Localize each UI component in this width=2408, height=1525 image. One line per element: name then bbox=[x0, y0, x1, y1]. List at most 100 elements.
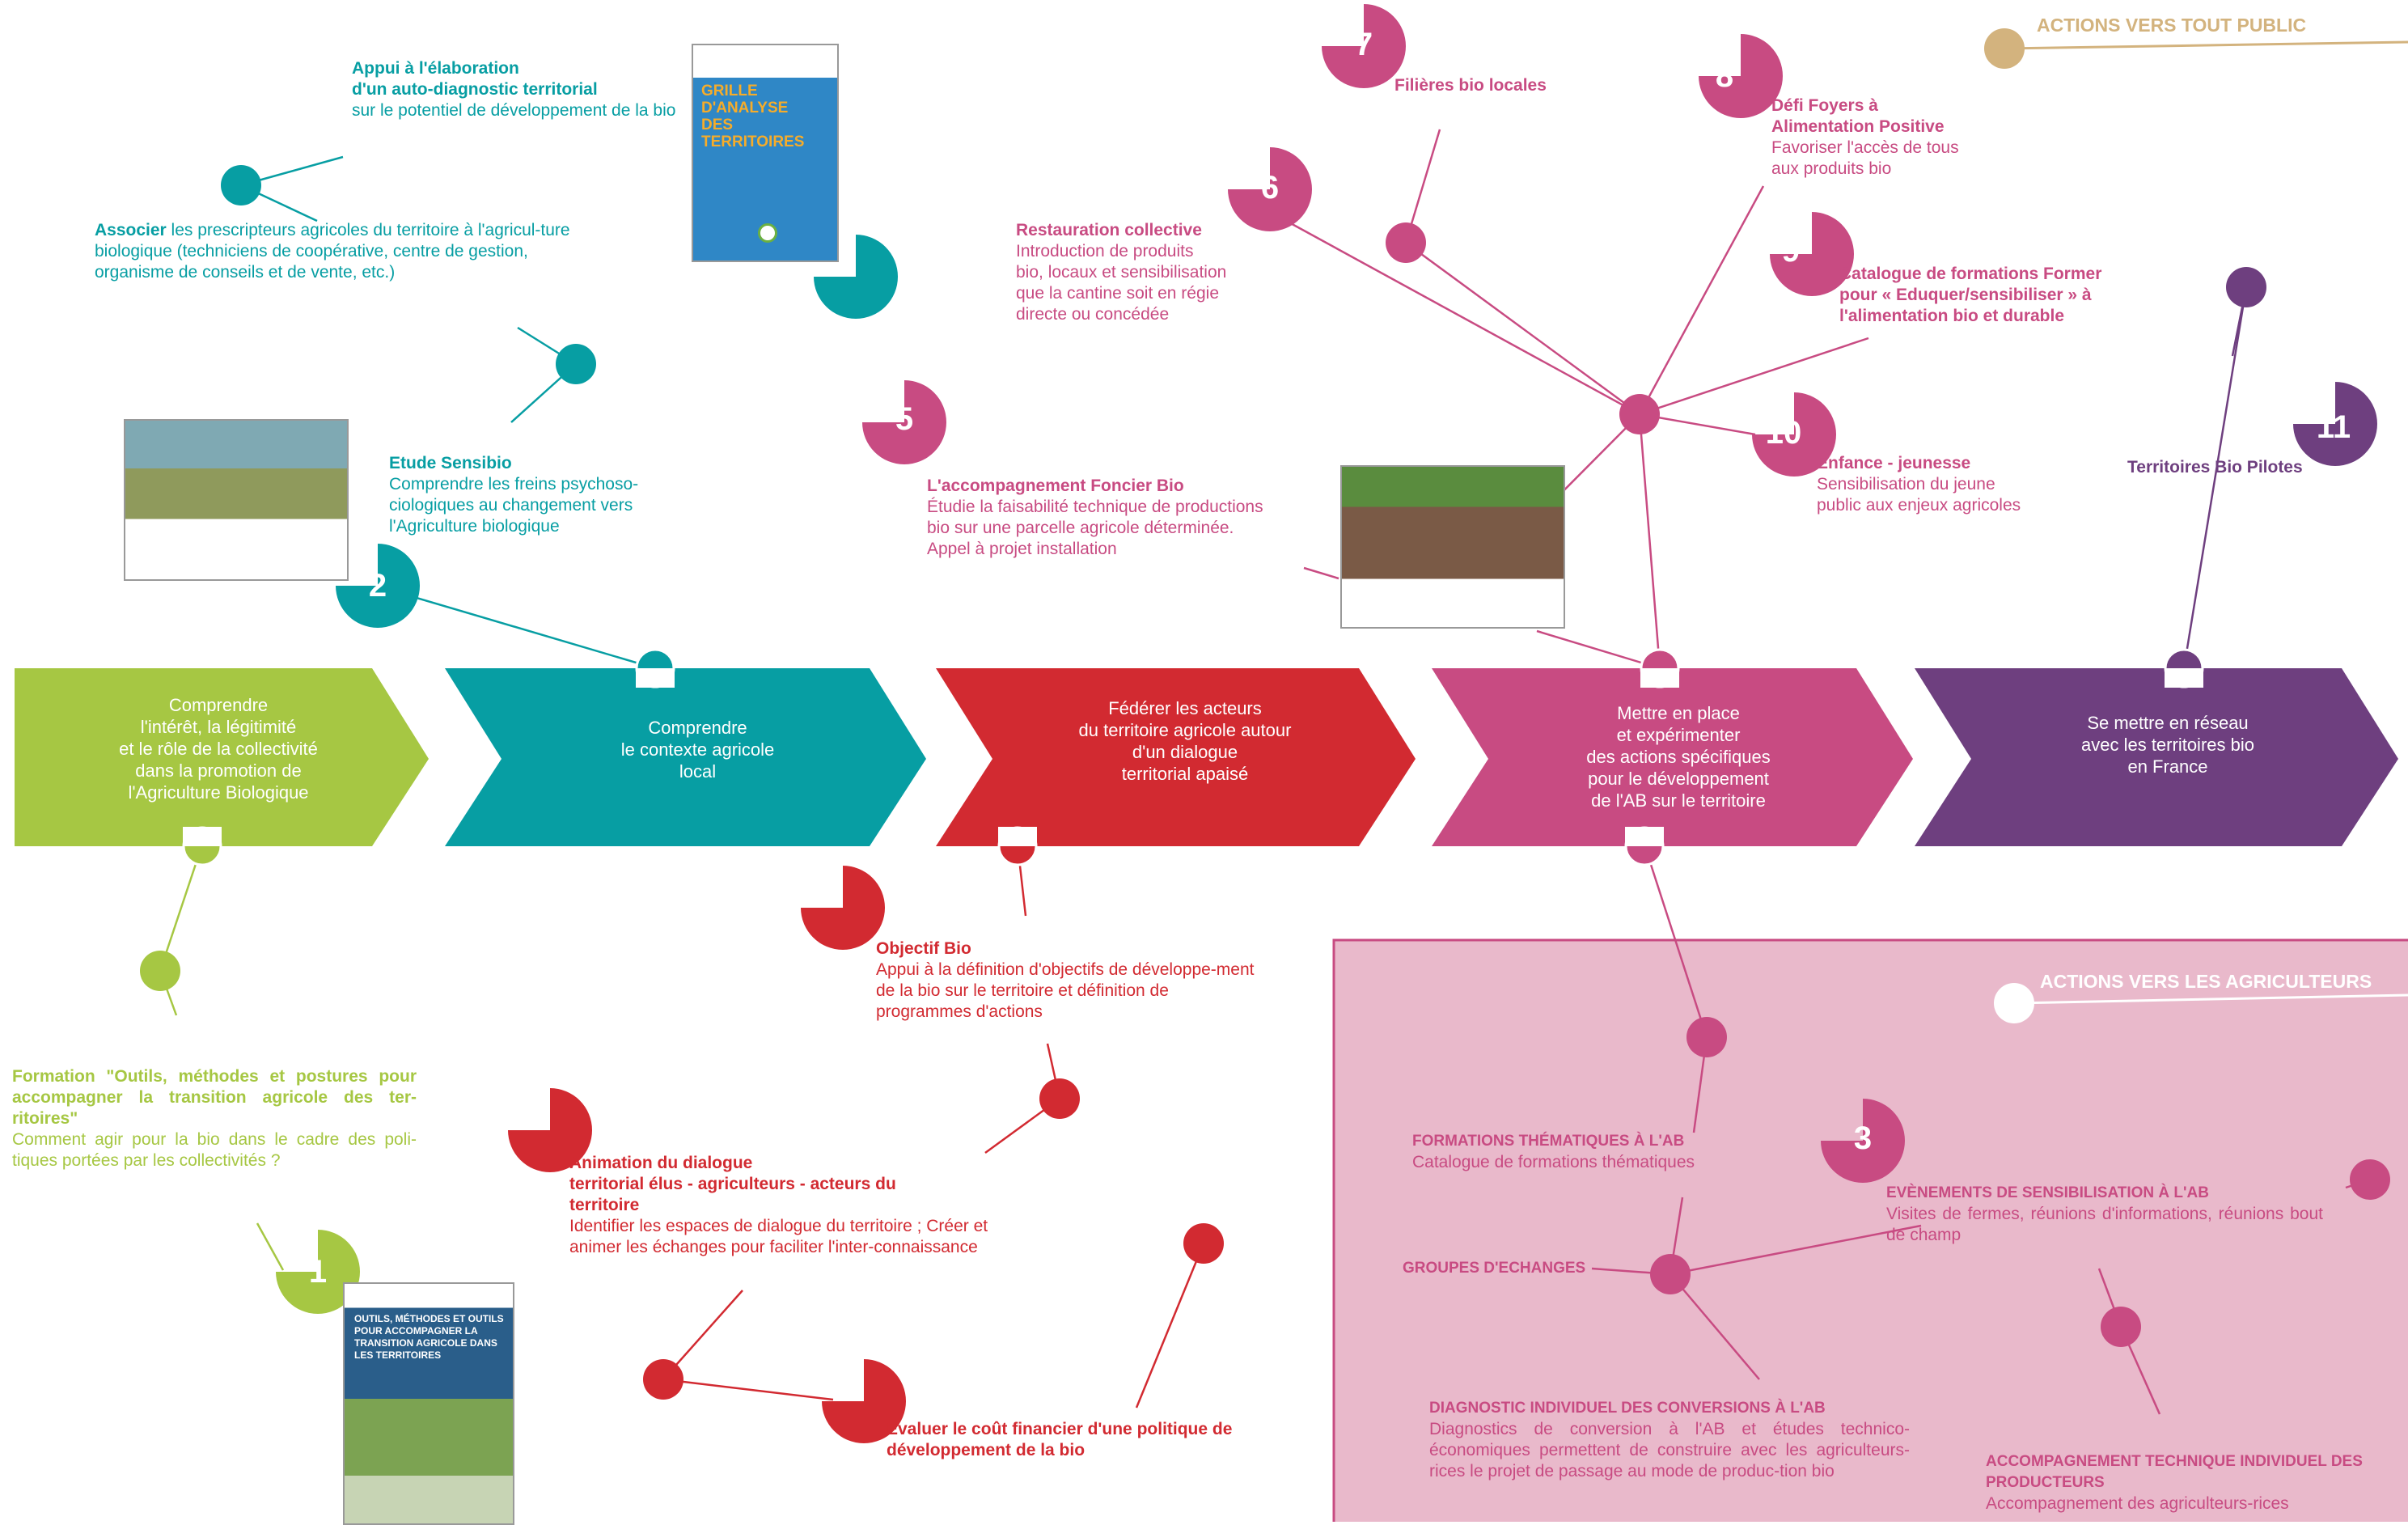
node-green-formation bbox=[140, 951, 180, 991]
book-foncier bbox=[1340, 465, 1565, 629]
text-defi-body: Favoriser l'accès de tous aux produits b… bbox=[1771, 138, 1959, 178]
number-2: 2 bbox=[368, 568, 387, 604]
text-animation-body: Identifier les espaces de dialogue du te… bbox=[569, 1217, 988, 1256]
number-3: 3 bbox=[1853, 1120, 1873, 1156]
header-farmers-dot bbox=[1994, 983, 2034, 1023]
disc-3 bbox=[1821, 1099, 1905, 1183]
text-associer-body: les prescripteurs agricoles du territoir… bbox=[95, 221, 570, 282]
disc-10 bbox=[1752, 392, 1836, 477]
stage-4-label: Mettre en place et expérimenter des acti… bbox=[1586, 703, 1771, 811]
text-form-them: FORMATIONS THÉMATIQUES À L'AB Catalogue … bbox=[1412, 1131, 1801, 1173]
text-enfance-body: Sensibilisation du jeune public aux enje… bbox=[1817, 475, 2021, 515]
text-appui-body: sur le potentiel de développement de la … bbox=[352, 101, 676, 120]
node-pink-filieres bbox=[1386, 222, 1426, 263]
text-sensibio: Etude Sensibio Comprendre les freins psy… bbox=[389, 453, 680, 537]
text-objectif-title: Objectif Bio bbox=[876, 939, 971, 958]
text-diagnostic-title: DIAGNOSTIC INDIVIDUEL DES CONVERSIONS À … bbox=[1429, 1400, 1826, 1417]
node-red-evaluer bbox=[1183, 1223, 1224, 1264]
disc-9 bbox=[1770, 212, 1854, 296]
text-filieres: Filières bio locales bbox=[1394, 75, 1637, 96]
number-11: 11 bbox=[2316, 409, 2351, 445]
text-pilotes: Territoires Bio Pilotes bbox=[2127, 457, 2370, 478]
book-grille-title: GRILLE D'ANALYSE DES TERRITOIRES bbox=[701, 83, 805, 150]
stage-5-label: Se mettre en réseau avec les territoires… bbox=[2081, 713, 2254, 777]
text-evaluer-title: Evaluer le coût financier d'une politiqu… bbox=[887, 1420, 1233, 1459]
text-pilotes-title: Territoires Bio Pilotes bbox=[2127, 458, 2303, 477]
text-catalogue-title: Catalogue de formations Former pour « Ed… bbox=[1839, 265, 2102, 325]
node-teal-sensibio bbox=[556, 344, 596, 384]
text-animation-title: Animation du dialogue territorial élus -… bbox=[569, 1154, 896, 1214]
node-red-animation bbox=[643, 1359, 683, 1400]
book-transition-title: OUTILS, MÉTHODES ET OUTILS POUR ACCOMPAG… bbox=[354, 1313, 504, 1361]
text-enfance-title: Enfance - jeunesse bbox=[1817, 454, 1971, 472]
number-8: 8 bbox=[1715, 58, 1734, 94]
text-formation-body: Comment agir pour la bio dans le cadre d… bbox=[12, 1130, 417, 1170]
disc-7 bbox=[1322, 4, 1406, 88]
stage-1-arrow bbox=[15, 668, 429, 846]
node-pink-accomp bbox=[2101, 1307, 2141, 1347]
stage-2-label: Comprendre le contexte agricole local bbox=[620, 718, 775, 782]
book-grille: GRILLE D'ANALYSE DES TERRITOIRES bbox=[692, 44, 839, 262]
number-5: 5 bbox=[895, 401, 914, 437]
disc-6 bbox=[1228, 147, 1312, 231]
text-defi-title: Défi Foyers à Alimentation Positive bbox=[1771, 96, 1945, 136]
disc-red-evaluer bbox=[822, 1359, 906, 1443]
number-9: 9 bbox=[1781, 233, 1801, 269]
text-filieres-title: Filières bio locales bbox=[1394, 76, 1547, 95]
text-evenements-title: EVÈNEMENTS DE SENSIBILISATION À L'AB bbox=[1886, 1184, 2209, 1201]
text-foncier: L'accompagnement Foncier Bio Étudie la f… bbox=[927, 476, 1315, 560]
stage-3-label: Fédérer les acteurs du territoire agrico… bbox=[1078, 698, 1292, 784]
text-sensibio-title: Etude Sensibio bbox=[389, 454, 512, 472]
node-purple-pilotes bbox=[2226, 267, 2266, 307]
text-restauration: Restauration collective Introduction de … bbox=[1016, 220, 1275, 325]
node-teal-associer bbox=[221, 165, 261, 205]
text-accomp-title: ACCOMPAGNEMENT TECHNIQUE INDIVIDUEL DES … bbox=[1986, 1453, 2363, 1491]
text-objectif-body: Appui à la définition d'objectifs de dév… bbox=[876, 960, 1255, 1021]
node-pink-evenements bbox=[2350, 1159, 2390, 1200]
text-objectif: Objectif Bio Appui à la définition d'obj… bbox=[876, 938, 1264, 1023]
text-restauration-body: Introduction de produits bio, locaux et … bbox=[1016, 242, 1227, 324]
header-public-dot bbox=[1984, 28, 2025, 69]
number-1: 1 bbox=[308, 1254, 328, 1290]
text-appui: Appui à l'élaboration d'un auto-diagnost… bbox=[352, 58, 685, 121]
stage-1-label: Comprendre l'intérêt, la légitimité et l… bbox=[119, 695, 318, 803]
text-accomp: ACCOMPAGNEMENT TECHNIQUE INDIVIDUEL DES … bbox=[1986, 1451, 2374, 1514]
text-evenements-body: Visites de fermes, réunions d'informatio… bbox=[1886, 1205, 2323, 1244]
book-transition: OUTILS, MÉTHODES ET OUTILS POUR ACCOMPAG… bbox=[343, 1282, 514, 1525]
header-farmers: ACTIONS VERS LES AGRICULTEURS bbox=[2040, 971, 2372, 992]
text-groupes: GROUPES D'ECHANGES bbox=[1403, 1258, 1597, 1279]
book-grille-logo-icon bbox=[758, 223, 777, 243]
number-6: 6 bbox=[1260, 170, 1280, 205]
text-formation: Formation "Outils, méthodes et postures … bbox=[12, 1066, 417, 1171]
text-appui-title: Appui à l'élaboration d'un auto-diagnost… bbox=[352, 59, 598, 99]
text-catalogue: Catalogue de formations Former pour « Ed… bbox=[1839, 264, 2179, 327]
text-evenements: EVÈNEMENTS DE SENSIBILISATION À L'AB Vis… bbox=[1886, 1183, 2323, 1246]
text-animation: Animation du dialogue territorial élus -… bbox=[569, 1153, 990, 1258]
text-foncier-title: L'accompagnement Foncier Bio bbox=[927, 477, 1184, 495]
node-red-objectif bbox=[1039, 1078, 1080, 1119]
disc-2 bbox=[336, 544, 420, 628]
text-form-them-title: FORMATIONS THÉMATIQUES À L'AB bbox=[1412, 1133, 1685, 1150]
stage-3-arrow bbox=[936, 668, 1416, 846]
text-restauration-title: Restauration collective bbox=[1016, 221, 1202, 239]
farmers-panel bbox=[1332, 938, 2408, 1522]
disc-teal-grille bbox=[814, 235, 898, 319]
text-groupes-title: GROUPES D'ECHANGES bbox=[1403, 1260, 1586, 1277]
text-sensibio-body: Comprendre les freins psychoso-ciologiqu… bbox=[389, 475, 639, 536]
disc-8 bbox=[1699, 34, 1783, 118]
number-10: 10 bbox=[1765, 415, 1802, 451]
book-sensibio bbox=[124, 419, 349, 581]
text-associer-title: Associer bbox=[95, 221, 167, 239]
text-diagnostic-body: Diagnostics de conversion à l'AB et étud… bbox=[1429, 1420, 1910, 1481]
stage-4-arrow bbox=[1432, 668, 1913, 846]
stage-2-arrow bbox=[445, 668, 926, 846]
disc-1 bbox=[276, 1230, 360, 1314]
text-form-them-body: Catalogue de formations thématiques bbox=[1412, 1153, 1695, 1171]
text-formation-title: Formation "Outils, méthodes et postures … bbox=[12, 1067, 417, 1128]
disc-11 bbox=[2293, 382, 2377, 466]
text-defi: Défi Foyers à Alimentation Positive Favo… bbox=[1771, 95, 2030, 180]
node-pink-hub bbox=[1619, 394, 1660, 434]
text-associer: Associer les prescripteurs agricoles du … bbox=[95, 220, 600, 283]
disc-red-objectif bbox=[801, 866, 885, 950]
